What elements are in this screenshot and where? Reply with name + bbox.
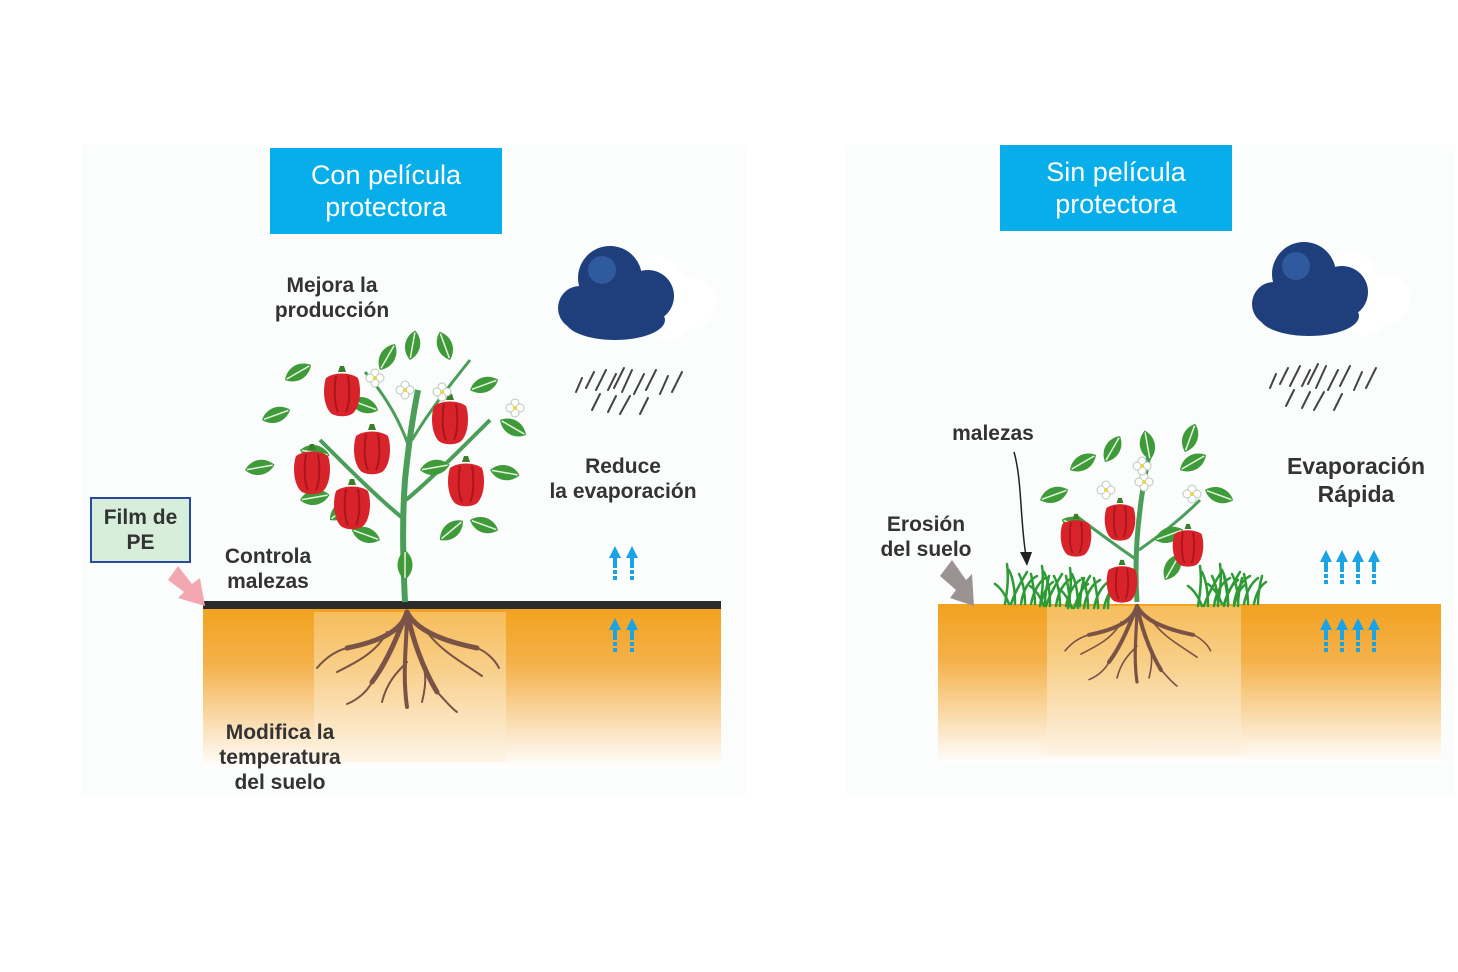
label-controls-weeds: Controla malezas (224, 545, 312, 593)
label-pe-film: Film de PE (90, 497, 191, 563)
label-reduces-evaporation: Reduce la evaporación (549, 455, 697, 503)
right-rain-icon (1269, 363, 1377, 411)
weeds-pointer-head (1020, 552, 1032, 566)
right-pepper-plant (1036, 420, 1237, 604)
weeds-pointer-line (1013, 451, 1027, 557)
right-soil-layer (938, 604, 1441, 764)
right-title: Sin película protectora (1000, 145, 1232, 231)
label-soil-erosion: Erosión del suelo (880, 513, 972, 561)
left-title: Con película protectora (270, 148, 502, 234)
film-pointer-arrow (168, 566, 205, 606)
label-modifies-temperature: Modifica la temperatura del suelo (219, 721, 341, 794)
right-cloud-icon (1252, 242, 1410, 336)
right-evaporation-arrows-upper (1320, 550, 1380, 584)
left-rain-icon (575, 367, 683, 415)
erosion-pointer-arrow (940, 560, 974, 606)
label-improves-production: Mejora la producción (274, 274, 390, 322)
label-weeds: malezas (952, 422, 1034, 445)
left-soil-layer (203, 608, 721, 768)
pe-film-line (203, 601, 721, 609)
left-cloud-icon (558, 246, 716, 340)
left-evaporation-arrows-upper (609, 546, 638, 580)
label-rapid-evaporation: Evaporación Rápida (1286, 453, 1426, 507)
left-pepper-plant (242, 328, 531, 603)
